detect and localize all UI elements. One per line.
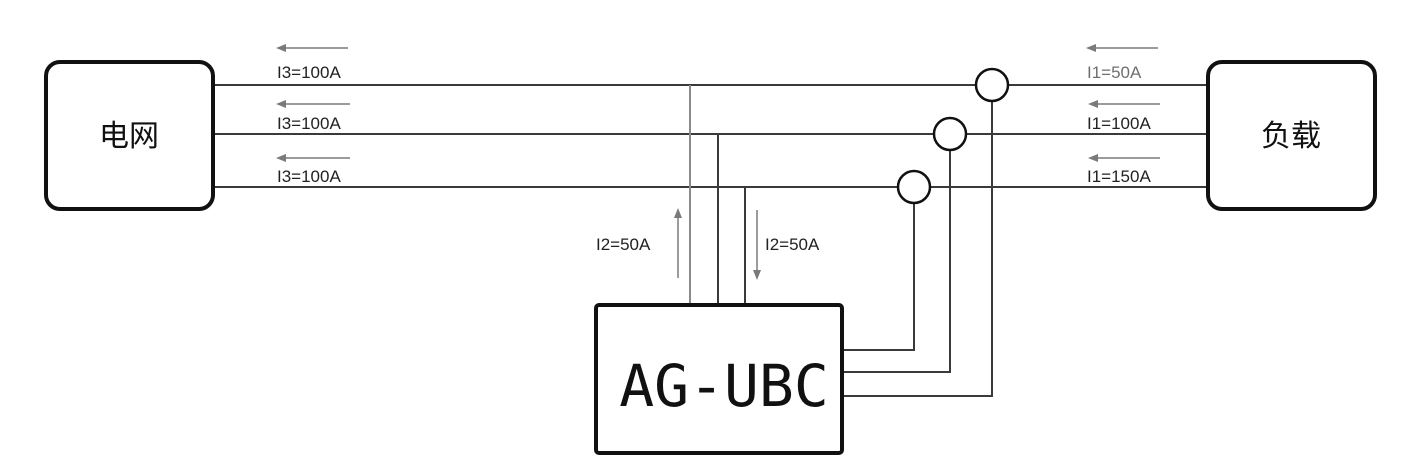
load-arrow-2	[1088, 100, 1160, 108]
grid-label: 电网	[99, 119, 159, 154]
load-box	[1206, 60, 1377, 211]
device-current-up: I2=50A	[596, 235, 651, 254]
ct-sensor-2	[932, 116, 968, 152]
device-arrow-up	[674, 208, 682, 278]
grid-current-2: I3=100A	[277, 114, 341, 133]
grid-arrow-3	[276, 154, 350, 162]
load-current-3: I1=150A	[1087, 167, 1151, 186]
ct-wire-1	[842, 100, 993, 397]
load-label: 负载	[1261, 119, 1321, 154]
grid-current-1: I3=100A	[277, 63, 341, 82]
grid-arrow-2	[276, 100, 350, 108]
device-box	[594, 303, 844, 455]
device-label: AG-UBC	[619, 352, 829, 420]
ct-sensor-1	[974, 67, 1010, 103]
load-arrow-3	[1088, 154, 1160, 162]
ct-wire-2	[842, 148, 951, 373]
load-current-2: I1=100A	[1087, 114, 1151, 133]
grid-box	[44, 60, 215, 211]
load-arrow-1	[1086, 44, 1158, 52]
device-arrow-down	[753, 210, 761, 280]
ct-wire-3	[842, 200, 915, 351]
load-current-1: I1=50A	[1087, 63, 1142, 82]
device-current-down: I2=50A	[765, 235, 820, 254]
grid-arrow-1	[276, 44, 348, 52]
grid-current-3: I3=100A	[277, 167, 341, 186]
ct-sensor-3	[896, 169, 932, 205]
